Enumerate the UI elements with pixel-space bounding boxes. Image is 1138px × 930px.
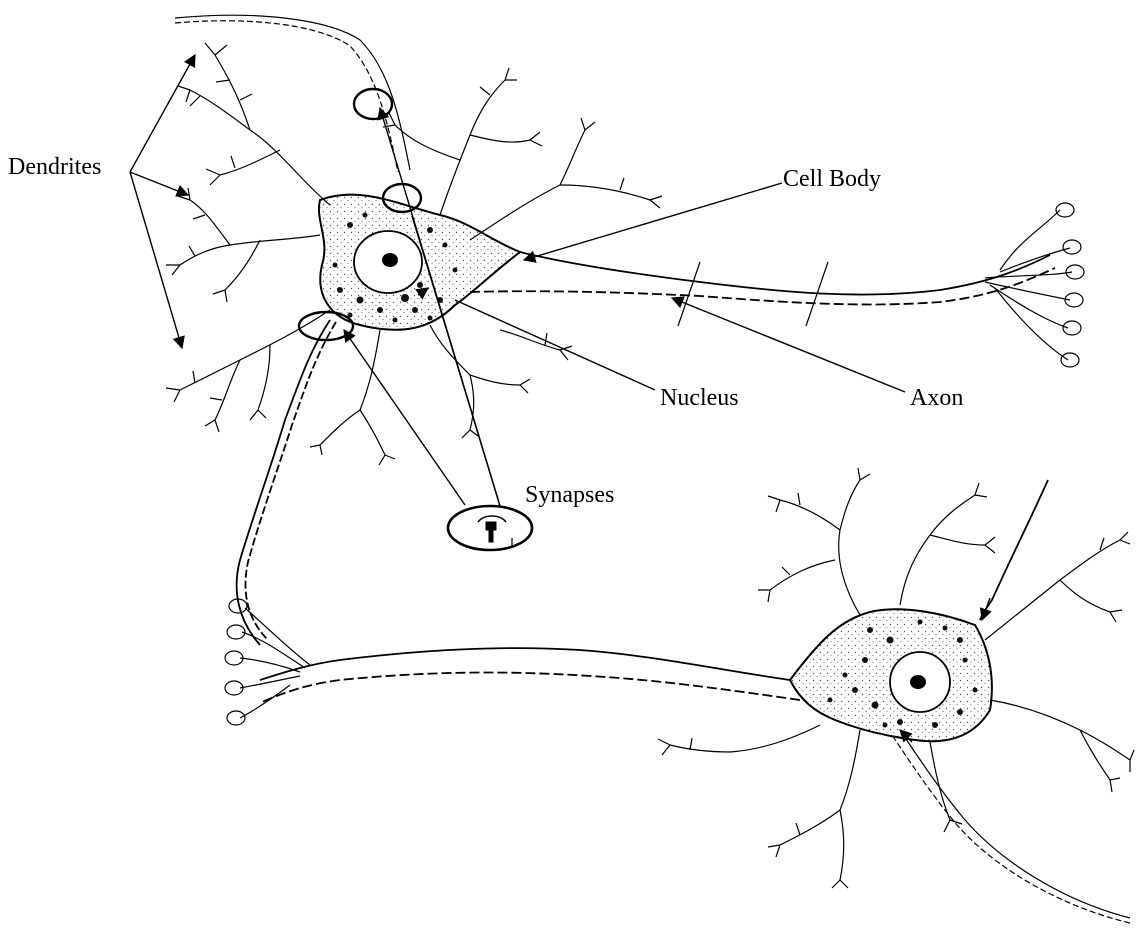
- diagram-labels: Dendrites Cell Body Nucleus Axon Synapse…: [8, 154, 963, 508]
- neuron-lower: [225, 468, 1134, 923]
- axon-upper: [470, 252, 1055, 326]
- synapse-circle-top: [354, 89, 392, 119]
- label-cell-body: Cell Body: [783, 166, 881, 192]
- connecting-axon: [237, 320, 336, 645]
- label-synapses: Synapses: [525, 482, 614, 508]
- axon-terminals-upper: [985, 203, 1084, 367]
- label-dendrites: Dendrites: [8, 154, 101, 180]
- synapse-legend-symbol: [448, 506, 532, 550]
- axon-lower: [260, 648, 800, 702]
- nucleus-lower: [890, 652, 950, 712]
- incoming-fiber-upper: [175, 15, 410, 172]
- label-axon: Axon: [910, 385, 963, 411]
- label-nucleus: Nucleus: [660, 385, 739, 411]
- nucleus-upper: [354, 231, 422, 293]
- incoming-fiber-lower-bottom: [892, 730, 1130, 923]
- axon-terminals-lower: [225, 599, 310, 725]
